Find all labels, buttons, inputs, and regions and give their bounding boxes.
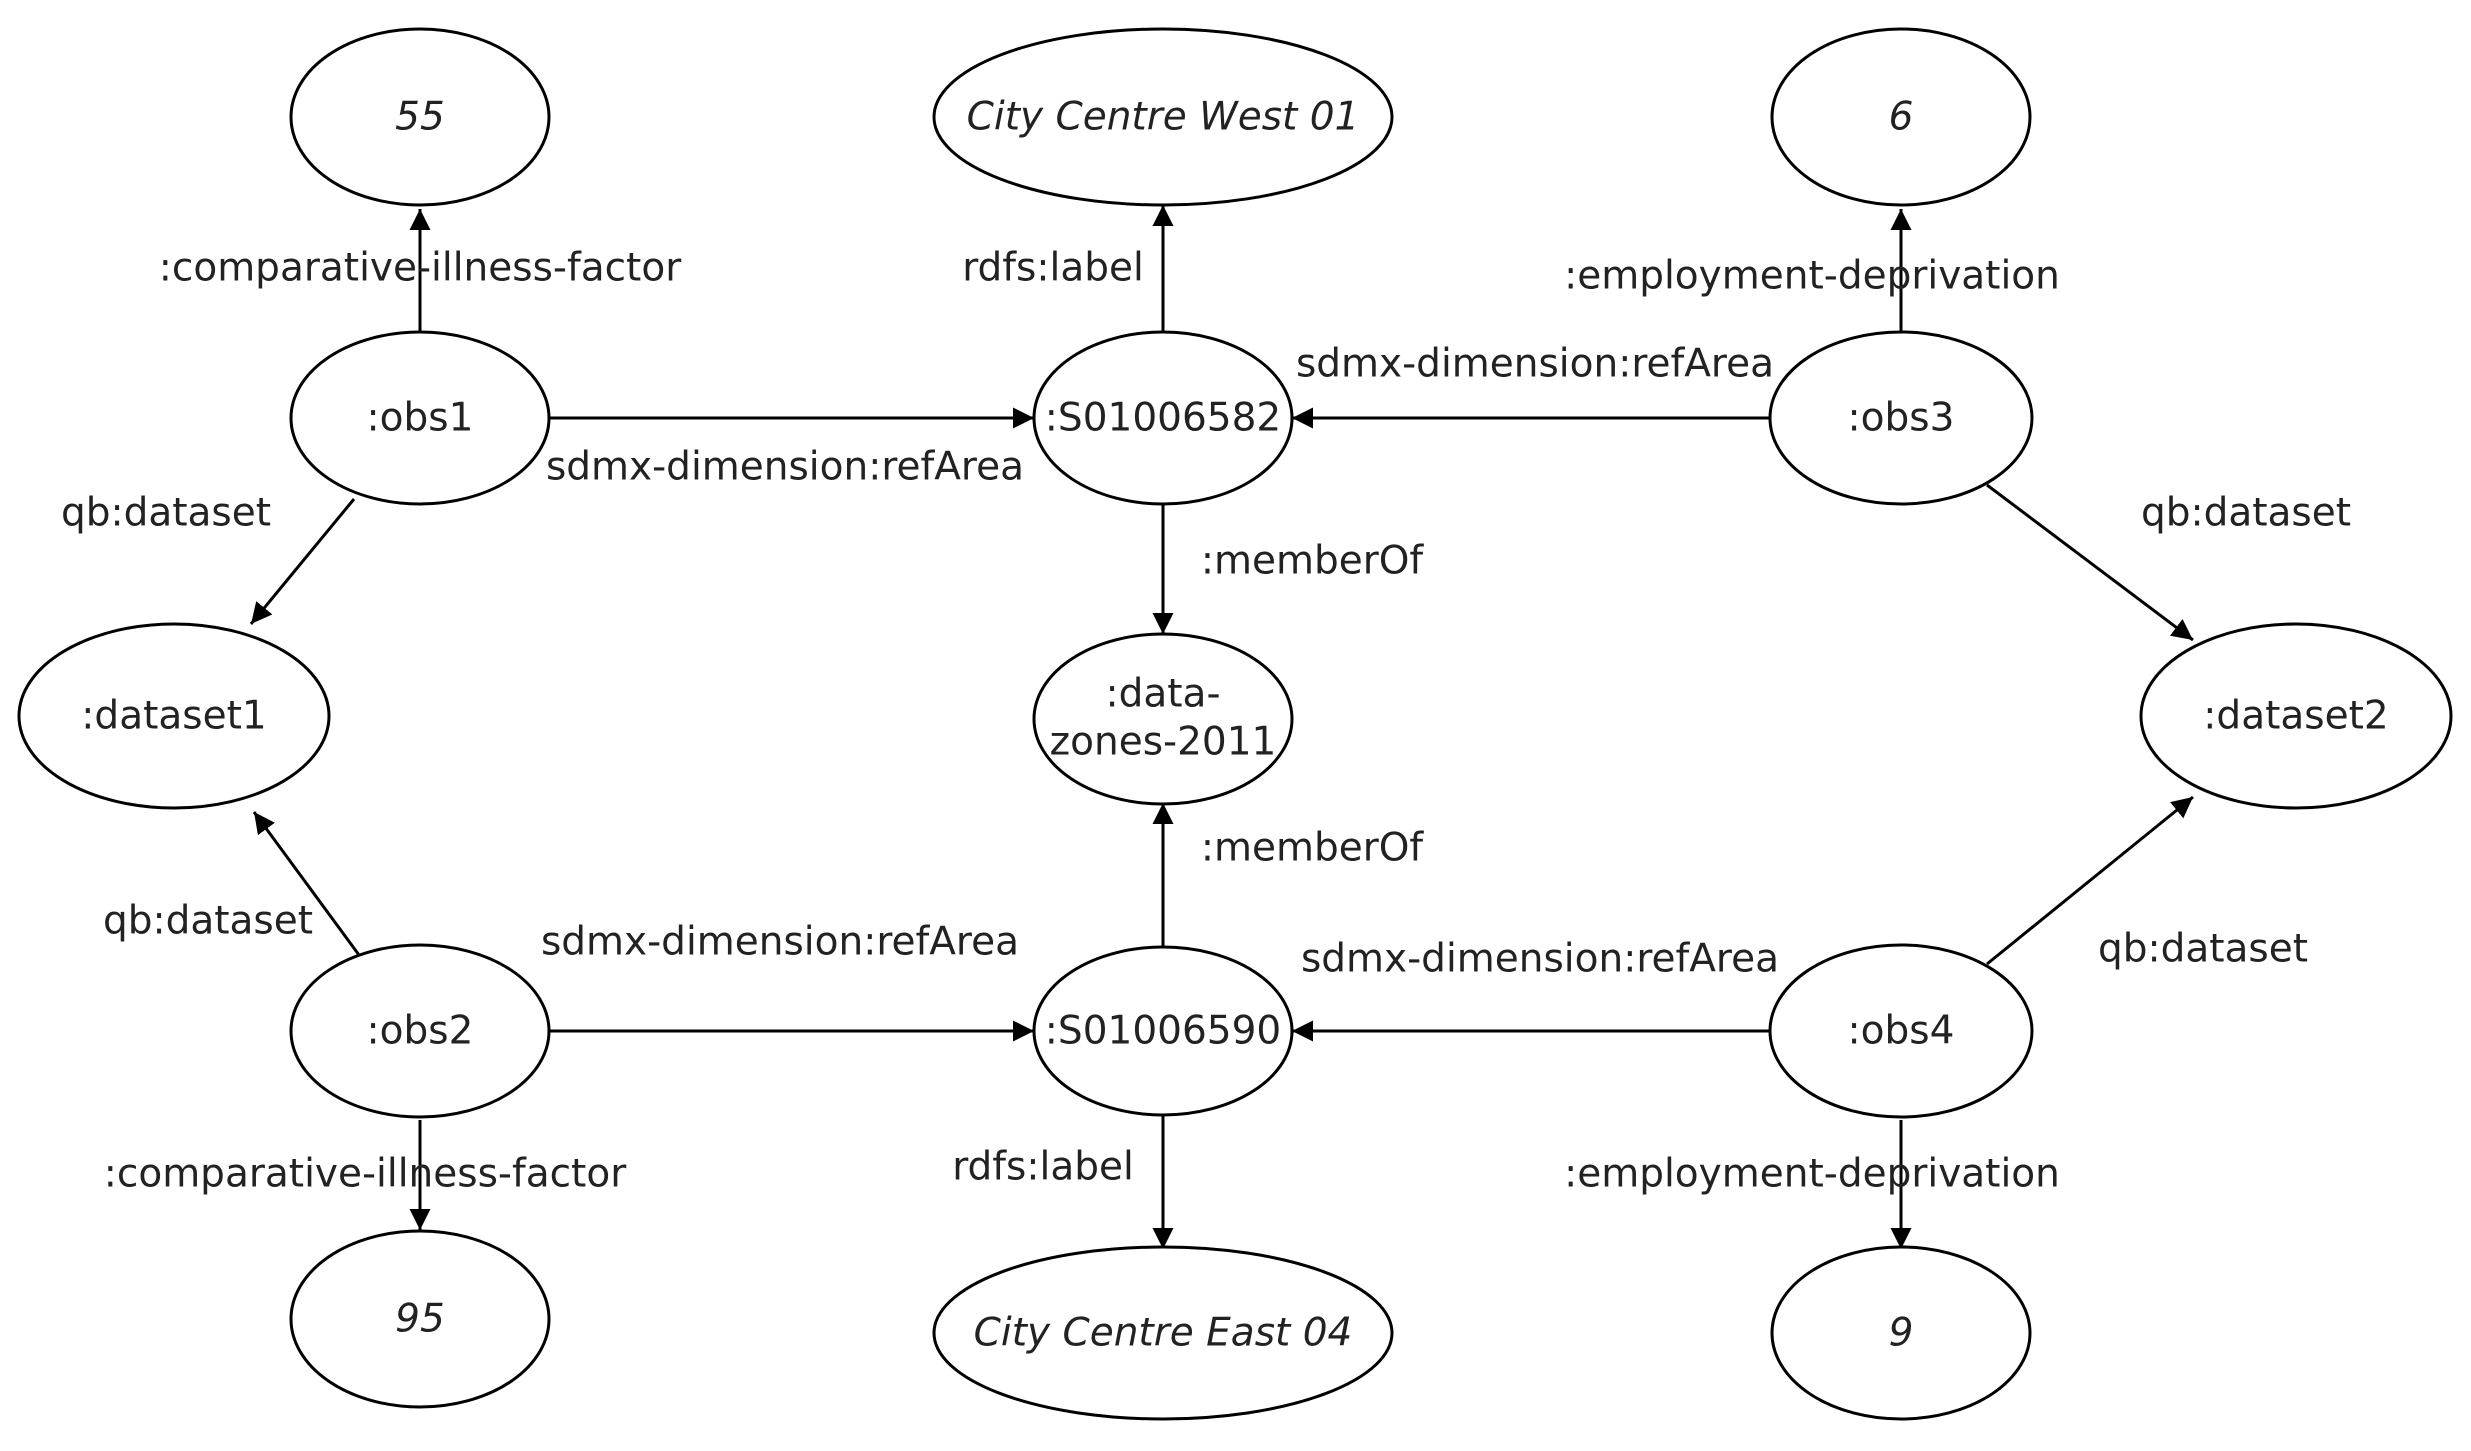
node-shape	[1770, 27, 2032, 207]
edge-obs4-refarea: sdmx-dimension:refArea	[1292, 937, 1779, 1042]
edge-s590-rdfs-label: rdfs:label	[952, 1114, 1174, 1249]
node-dataset1: :dataset1	[17, 622, 331, 810]
edge-label: sdmx-dimension:refArea	[1301, 937, 1779, 982]
node-shape	[1768, 330, 2034, 506]
edge-label: :memberOf	[1201, 539, 1425, 584]
edge-obs2-refarea: sdmx-dimension:refArea	[541, 920, 1034, 1042]
edge-obs1-refarea: sdmx-dimension:refArea	[546, 407, 1034, 490]
edge-line	[252, 811, 361, 956]
node-data-zones-2011: :data- zones-2011	[1032, 632, 1294, 806]
node-shape	[1032, 632, 1294, 806]
node-dataset2: :dataset2	[2139, 622, 2453, 810]
node-literal-55: 55	[289, 27, 551, 207]
edge-obs3-refarea: sdmx-dimension:refArea	[1292, 342, 1774, 429]
node-literal-city-centre-east: City Centre East 04	[932, 1245, 1394, 1421]
edge-line	[249, 498, 356, 625]
node-obs4: :obs4	[1768, 943, 2034, 1119]
node-shape	[2139, 622, 2453, 810]
edge-label: :comparative-illness-factor	[104, 1152, 627, 1197]
edge-label: rdfs:label	[962, 246, 1144, 291]
node-label: :S01006590	[1045, 1009, 1281, 1054]
edge-obs4-employment-deprivation: :employment-deprivation	[1564, 1120, 2060, 1249]
edge-label: qb:dataset	[2141, 491, 2351, 536]
node-literal-city-centre-west: City Centre West 01	[932, 27, 1394, 207]
node-label: :obs4	[1848, 1009, 1955, 1054]
edge-obs4-dataset: qb:dataset	[1986, 795, 2308, 972]
node-literal-9: 9	[1770, 1245, 2032, 1421]
edge-obs2-comparative-illness-factor: :comparative-illness-factor	[104, 1120, 627, 1230]
node-label: 55	[395, 95, 445, 140]
node-shape	[932, 27, 1394, 207]
node-shape	[289, 330, 551, 506]
node-label: :dataset1	[81, 694, 266, 739]
edge-label: :memberOf	[1201, 826, 1425, 871]
edge-obs3-employment-deprivation: :employment-deprivation	[1564, 209, 2060, 333]
node-shape	[289, 27, 551, 207]
edge-obs2-dataset: qb:dataset	[103, 811, 361, 956]
node-label-line1: :data-	[1105, 672, 1220, 717]
node-shape	[1032, 945, 1294, 1117]
edge-label: rdfs:label	[952, 1145, 1134, 1190]
node-obs3: :obs3	[1768, 330, 2034, 506]
edge-line	[1986, 795, 2194, 966]
edge-label: :employment-deprivation	[1564, 254, 2060, 299]
edge-label: qb:dataset	[2098, 927, 2308, 972]
edge-label: :employment-deprivation	[1564, 1152, 2060, 1197]
nodes: 55 City Centre West 01 6 :obs1 :S0100658…	[17, 27, 2453, 1421]
node-label: :obs1	[367, 396, 474, 441]
edge-obs1-comparative-illness-factor: :comparative-illness-factor	[159, 209, 682, 333]
node-shape	[289, 943, 551, 1119]
node-shape	[1770, 1245, 2032, 1421]
node-literal-95: 95	[289, 1229, 551, 1409]
node-shape	[289, 1229, 551, 1409]
node-literal-6: 6	[1770, 27, 2032, 207]
node-label: 95	[395, 1297, 445, 1342]
node-s01006582: :S01006582	[1032, 330, 1294, 506]
edge-label: sdmx-dimension:refArea	[1296, 342, 1774, 387]
node-shape	[1032, 330, 1294, 506]
node-s01006590: :S01006590	[1032, 945, 1294, 1117]
edge-label: :comparative-illness-factor	[159, 246, 682, 291]
edges: :comparative-illness-factor rdfs:label :…	[61, 205, 2351, 1249]
node-shape	[1768, 943, 2034, 1119]
edge-s582-rdfs-label: rdfs:label	[962, 205, 1174, 333]
node-shape	[17, 622, 331, 810]
edge-line	[1986, 483, 2194, 642]
node-label: 6	[1889, 95, 1914, 140]
edge-label: sdmx-dimension:refArea	[546, 445, 1024, 490]
node-label: :obs2	[367, 1009, 474, 1054]
node-label: City Centre East 04	[974, 1311, 1353, 1356]
node-label: :obs3	[1848, 396, 1955, 441]
edge-s582-memberof: :memberOf	[1152, 504, 1425, 634]
edge-label: sdmx-dimension:refArea	[541, 920, 1019, 965]
edge-label: qb:dataset	[61, 491, 271, 536]
node-label: :S01006582	[1045, 396, 1281, 441]
node-shape	[932, 1245, 1394, 1421]
node-obs2: :obs2	[289, 943, 551, 1119]
edge-obs3-dataset: qb:dataset	[1986, 483, 2351, 642]
edge-obs1-dataset: qb:dataset	[61, 491, 356, 625]
edge-s590-memberof: :memberOf	[1152, 803, 1425, 949]
node-obs1: :obs1	[289, 330, 551, 506]
node-label: City Centre West 01	[967, 95, 1360, 140]
node-label: 9	[1889, 1311, 1914, 1356]
node-label: :dataset2	[2203, 694, 2388, 739]
node-label-line2: zones-2011	[1050, 720, 1277, 765]
edge-label: qb:dataset	[103, 899, 313, 944]
